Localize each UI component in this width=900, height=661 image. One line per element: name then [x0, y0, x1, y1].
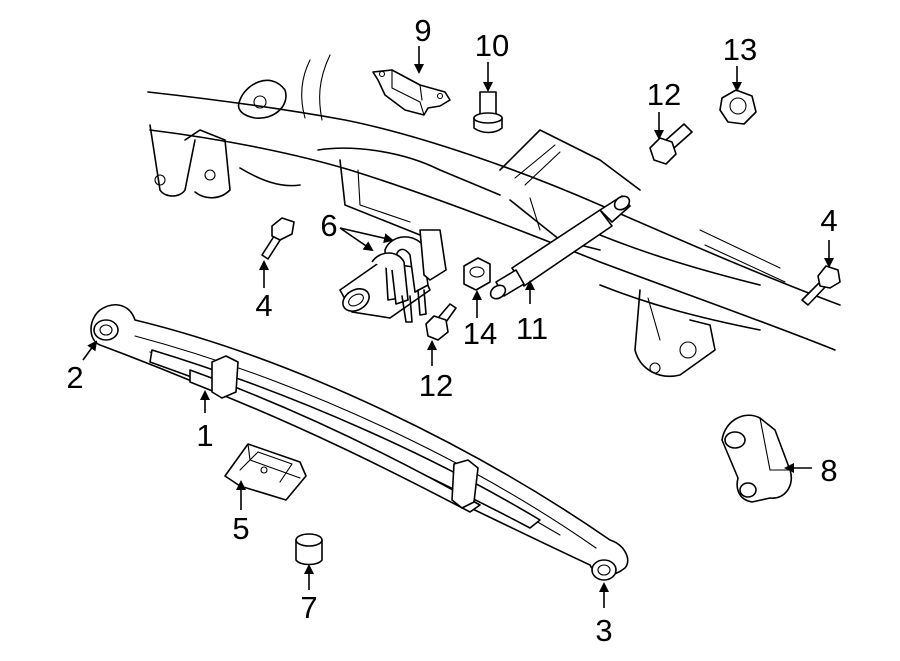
part-10-bolt — [473, 91, 503, 134]
callout-10: 10 — [475, 28, 509, 63]
callout-4-right: 4 — [820, 203, 837, 238]
part-11-shock-absorber — [489, 195, 631, 300]
callout-11: 11 — [516, 311, 548, 346]
part-12-bolt-lower — [425, 303, 457, 341]
part-4-bolt-left — [261, 217, 295, 260]
part-5-spring-plate — [224, 443, 307, 501]
callout-7: 7 — [300, 590, 317, 625]
vehicle-frame — [147, 54, 841, 377]
callout-2: 2 — [66, 360, 83, 395]
callout-12-upper: 12 — [647, 77, 681, 112]
callout-9: 9 — [414, 13, 431, 48]
callout-labels: 1 2 3 4 4 5 6 7 8 9 10 11 12 12 13 14 — [66, 13, 837, 648]
callout-8: 8 — [820, 453, 837, 488]
part-6-bushing-ubolt — [339, 229, 447, 323]
part-4-bolt-right — [801, 265, 841, 306]
callout-leaders — [82, 46, 834, 608]
part-14-nut — [463, 257, 491, 291]
part-9-bracket — [372, 69, 451, 116]
callout-12-lower: 12 — [419, 368, 453, 403]
part-7-bump-stop — [295, 533, 323, 566]
leader-6b — [339, 227, 394, 244]
part-13-nut — [719, 89, 757, 125]
callout-14: 14 — [463, 316, 497, 351]
callout-1: 1 — [196, 418, 213, 453]
part-12-bolt-upper — [649, 123, 693, 165]
callout-6: 6 — [320, 208, 337, 243]
part-8-shackle — [721, 414, 792, 503]
callout-5: 5 — [232, 511, 249, 546]
leader-2 — [82, 340, 98, 361]
callout-13: 13 — [723, 32, 757, 67]
callout-3: 3 — [595, 613, 612, 648]
part-1-leaf-spring — [90, 304, 629, 581]
callout-4-left: 4 — [255, 288, 272, 323]
leader-6a — [339, 227, 374, 252]
